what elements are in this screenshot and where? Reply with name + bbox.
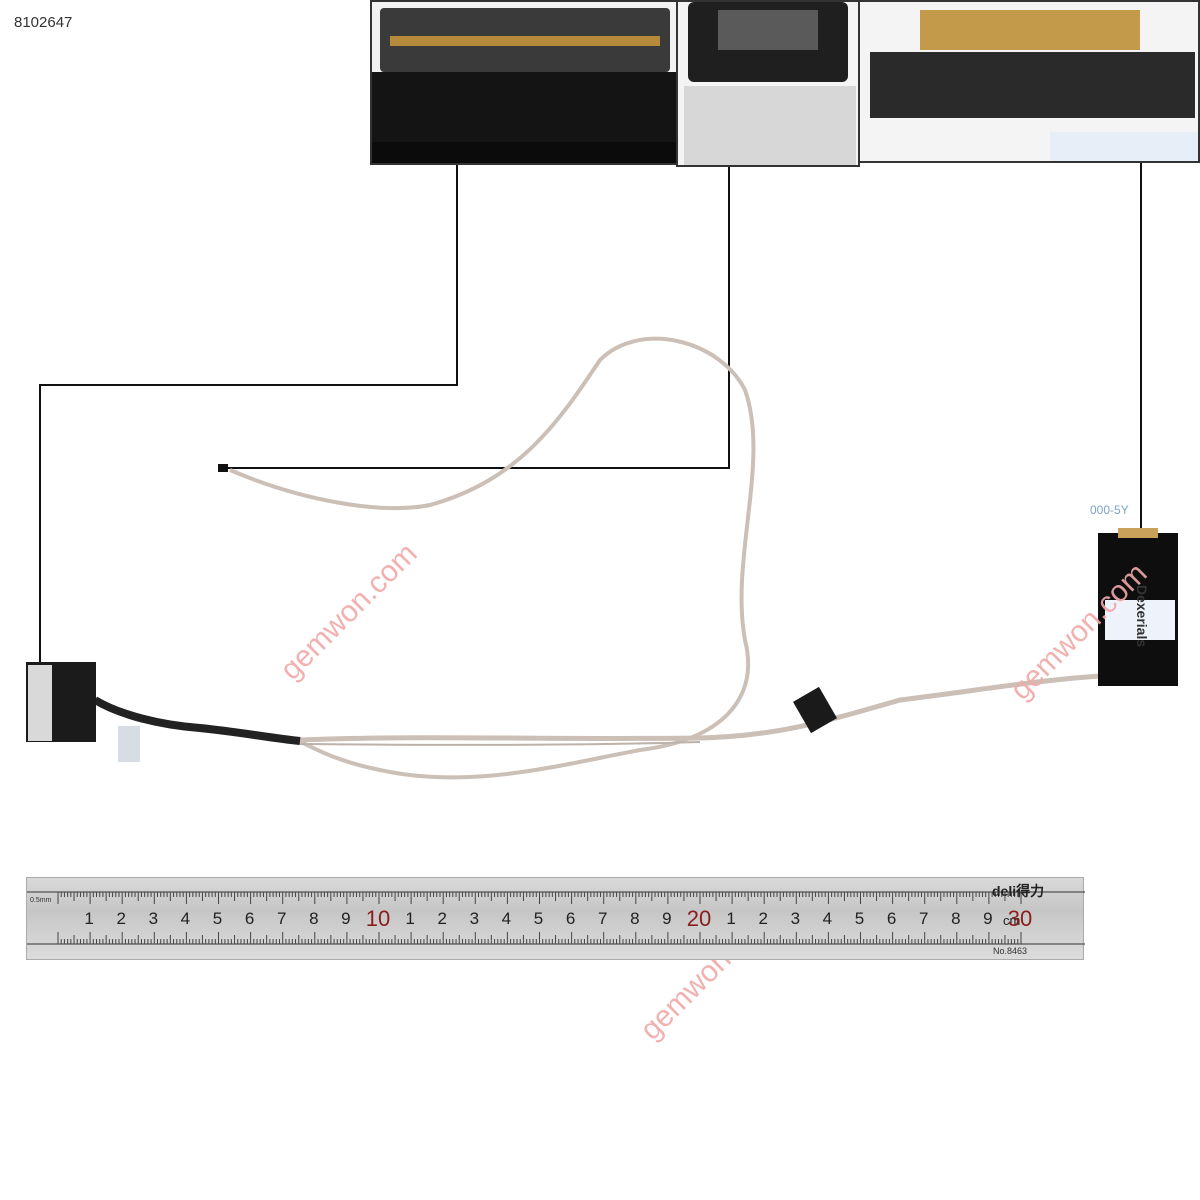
connector-closeup-2 xyxy=(678,2,858,165)
product-code: 8102647 xyxy=(14,14,73,31)
left-connector xyxy=(26,662,140,762)
ruler-number: 8 xyxy=(951,909,961,928)
ruler-number: 5 xyxy=(212,909,223,928)
ruler-number: 8 xyxy=(630,909,640,928)
cable-black-section xyxy=(92,696,301,745)
ruler-number: 6 xyxy=(886,909,897,928)
ruler-number: 8 xyxy=(309,909,319,928)
ruler-number: 4 xyxy=(501,909,512,928)
ruler-brand: deli得力 xyxy=(992,883,1045,899)
ruler-number: 1 xyxy=(405,909,415,928)
ruler-number: 2 xyxy=(437,909,447,928)
ruler-number: 2 xyxy=(116,909,126,928)
cable-tip xyxy=(218,464,228,472)
connector-closeup-1 xyxy=(372,2,676,163)
ruler-number: 5 xyxy=(533,909,544,928)
ruler-number: 6 xyxy=(565,909,576,928)
ruler-number: 4 xyxy=(822,909,833,928)
cable-wire-c xyxy=(299,741,701,746)
ruler-number: 4 xyxy=(180,909,191,928)
cable-wire-b xyxy=(299,673,1101,743)
cable-part-fragment: 000-5Y xyxy=(1090,503,1129,517)
ruler xyxy=(26,877,1085,960)
ruler-number: 6 xyxy=(244,909,255,928)
callout-line-1 xyxy=(39,165,458,665)
ruler-number: 3 xyxy=(790,909,801,928)
middle-clip xyxy=(793,686,837,734)
callout-line-2 xyxy=(222,167,730,469)
ruler-number: 3 xyxy=(148,909,159,928)
ruler-number: 7 xyxy=(597,909,608,928)
ruler-number: 1 xyxy=(84,909,94,928)
ruler-ticks xyxy=(27,891,1085,945)
ruler-number: 9 xyxy=(341,909,351,928)
ruler-number: 7 xyxy=(276,909,287,928)
right-connector xyxy=(1098,528,1178,686)
ruler-number: 10 xyxy=(365,906,391,931)
cable-wire-a xyxy=(229,336,756,780)
ruler-number: 30 xyxy=(1007,906,1033,931)
ruler-number: 1 xyxy=(726,909,736,928)
ruler-number: 9 xyxy=(662,909,672,928)
ruler-small-label: 0.5mm xyxy=(30,897,52,904)
zoom-photo-connector-3 xyxy=(858,0,1200,163)
ruler-number: 3 xyxy=(469,909,480,928)
ruler-number: 20 xyxy=(686,906,712,931)
ruler-number: 7 xyxy=(918,909,929,928)
zoom-photo-connector-2 xyxy=(676,0,860,167)
ruler-number: 2 xyxy=(758,909,768,928)
ruler-model: No.8463 xyxy=(993,946,1028,956)
ruler-unit: cm xyxy=(1003,913,1021,928)
ruler-number: 5 xyxy=(854,909,865,928)
connector-closeup-3 xyxy=(860,2,1198,161)
ruler-number: 9 xyxy=(983,909,993,928)
